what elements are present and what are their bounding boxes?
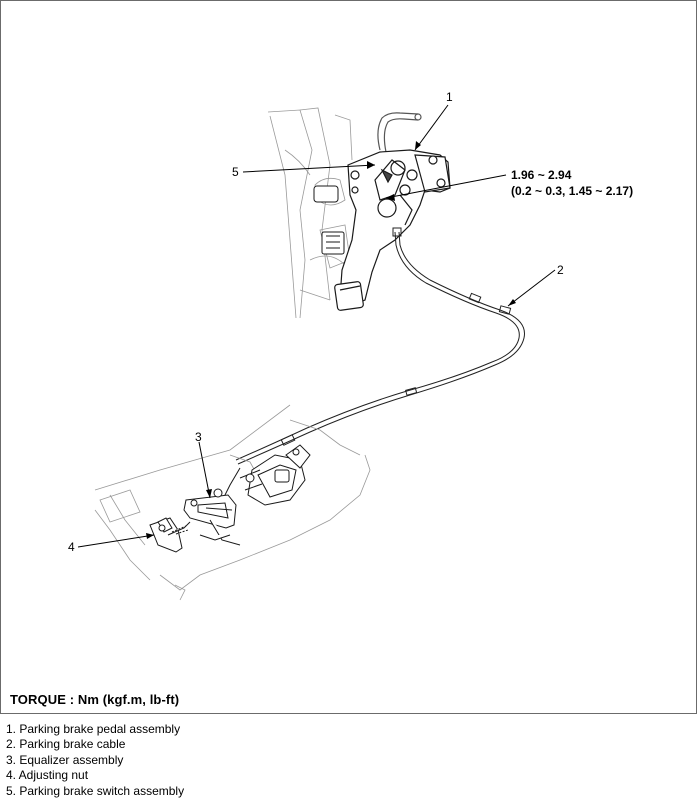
legend-item-equalizer: 3. Equalizer assembly <box>6 752 124 767</box>
callout-5: 5 <box>232 165 239 179</box>
legend-item-parking-brake-cable: 2. Parking brake cable <box>6 737 126 752</box>
brake-cable <box>235 227 525 465</box>
callout-4: 4 <box>68 540 75 554</box>
torque-units-caption: TORQUE : Nm (kgf.m, lb-ft) <box>10 692 180 707</box>
legend-item-brake-switch: 5. Parking brake switch assembly <box>6 783 185 798</box>
torque-value-nm: 1.96 ~ 2.94 <box>511 168 572 182</box>
legend-item-parking-brake-pedal: 1. Parking brake pedal assembly <box>6 722 181 736</box>
torque-value-alt-units: (0.2 ~ 0.3, 1.45 ~ 2.17) <box>511 184 633 198</box>
adjusting-nut-drawing <box>149 517 191 553</box>
callout-3: 3 <box>195 430 202 444</box>
callout-2: 2 <box>557 263 564 277</box>
equalizer-mechanism-drawing <box>183 444 311 546</box>
wiring-harness <box>377 112 422 153</box>
diagram-frame <box>0 0 697 714</box>
callout-1: 1 <box>446 90 453 104</box>
connector-block <box>313 185 345 255</box>
legend-item-adjusting-nut: 4. Adjusting nut <box>6 768 89 783</box>
leader-arrowheads <box>146 141 516 539</box>
parking-brake-diagram: 1 5 2 3 4 1.96 ~ 2.94 (0.2 ~ 0.3, 1.45 ~… <box>68 90 633 601</box>
parts-legend: 1. Parking brake pedal assembly 2. Parki… <box>6 722 184 799</box>
leader-lines <box>77 104 556 548</box>
